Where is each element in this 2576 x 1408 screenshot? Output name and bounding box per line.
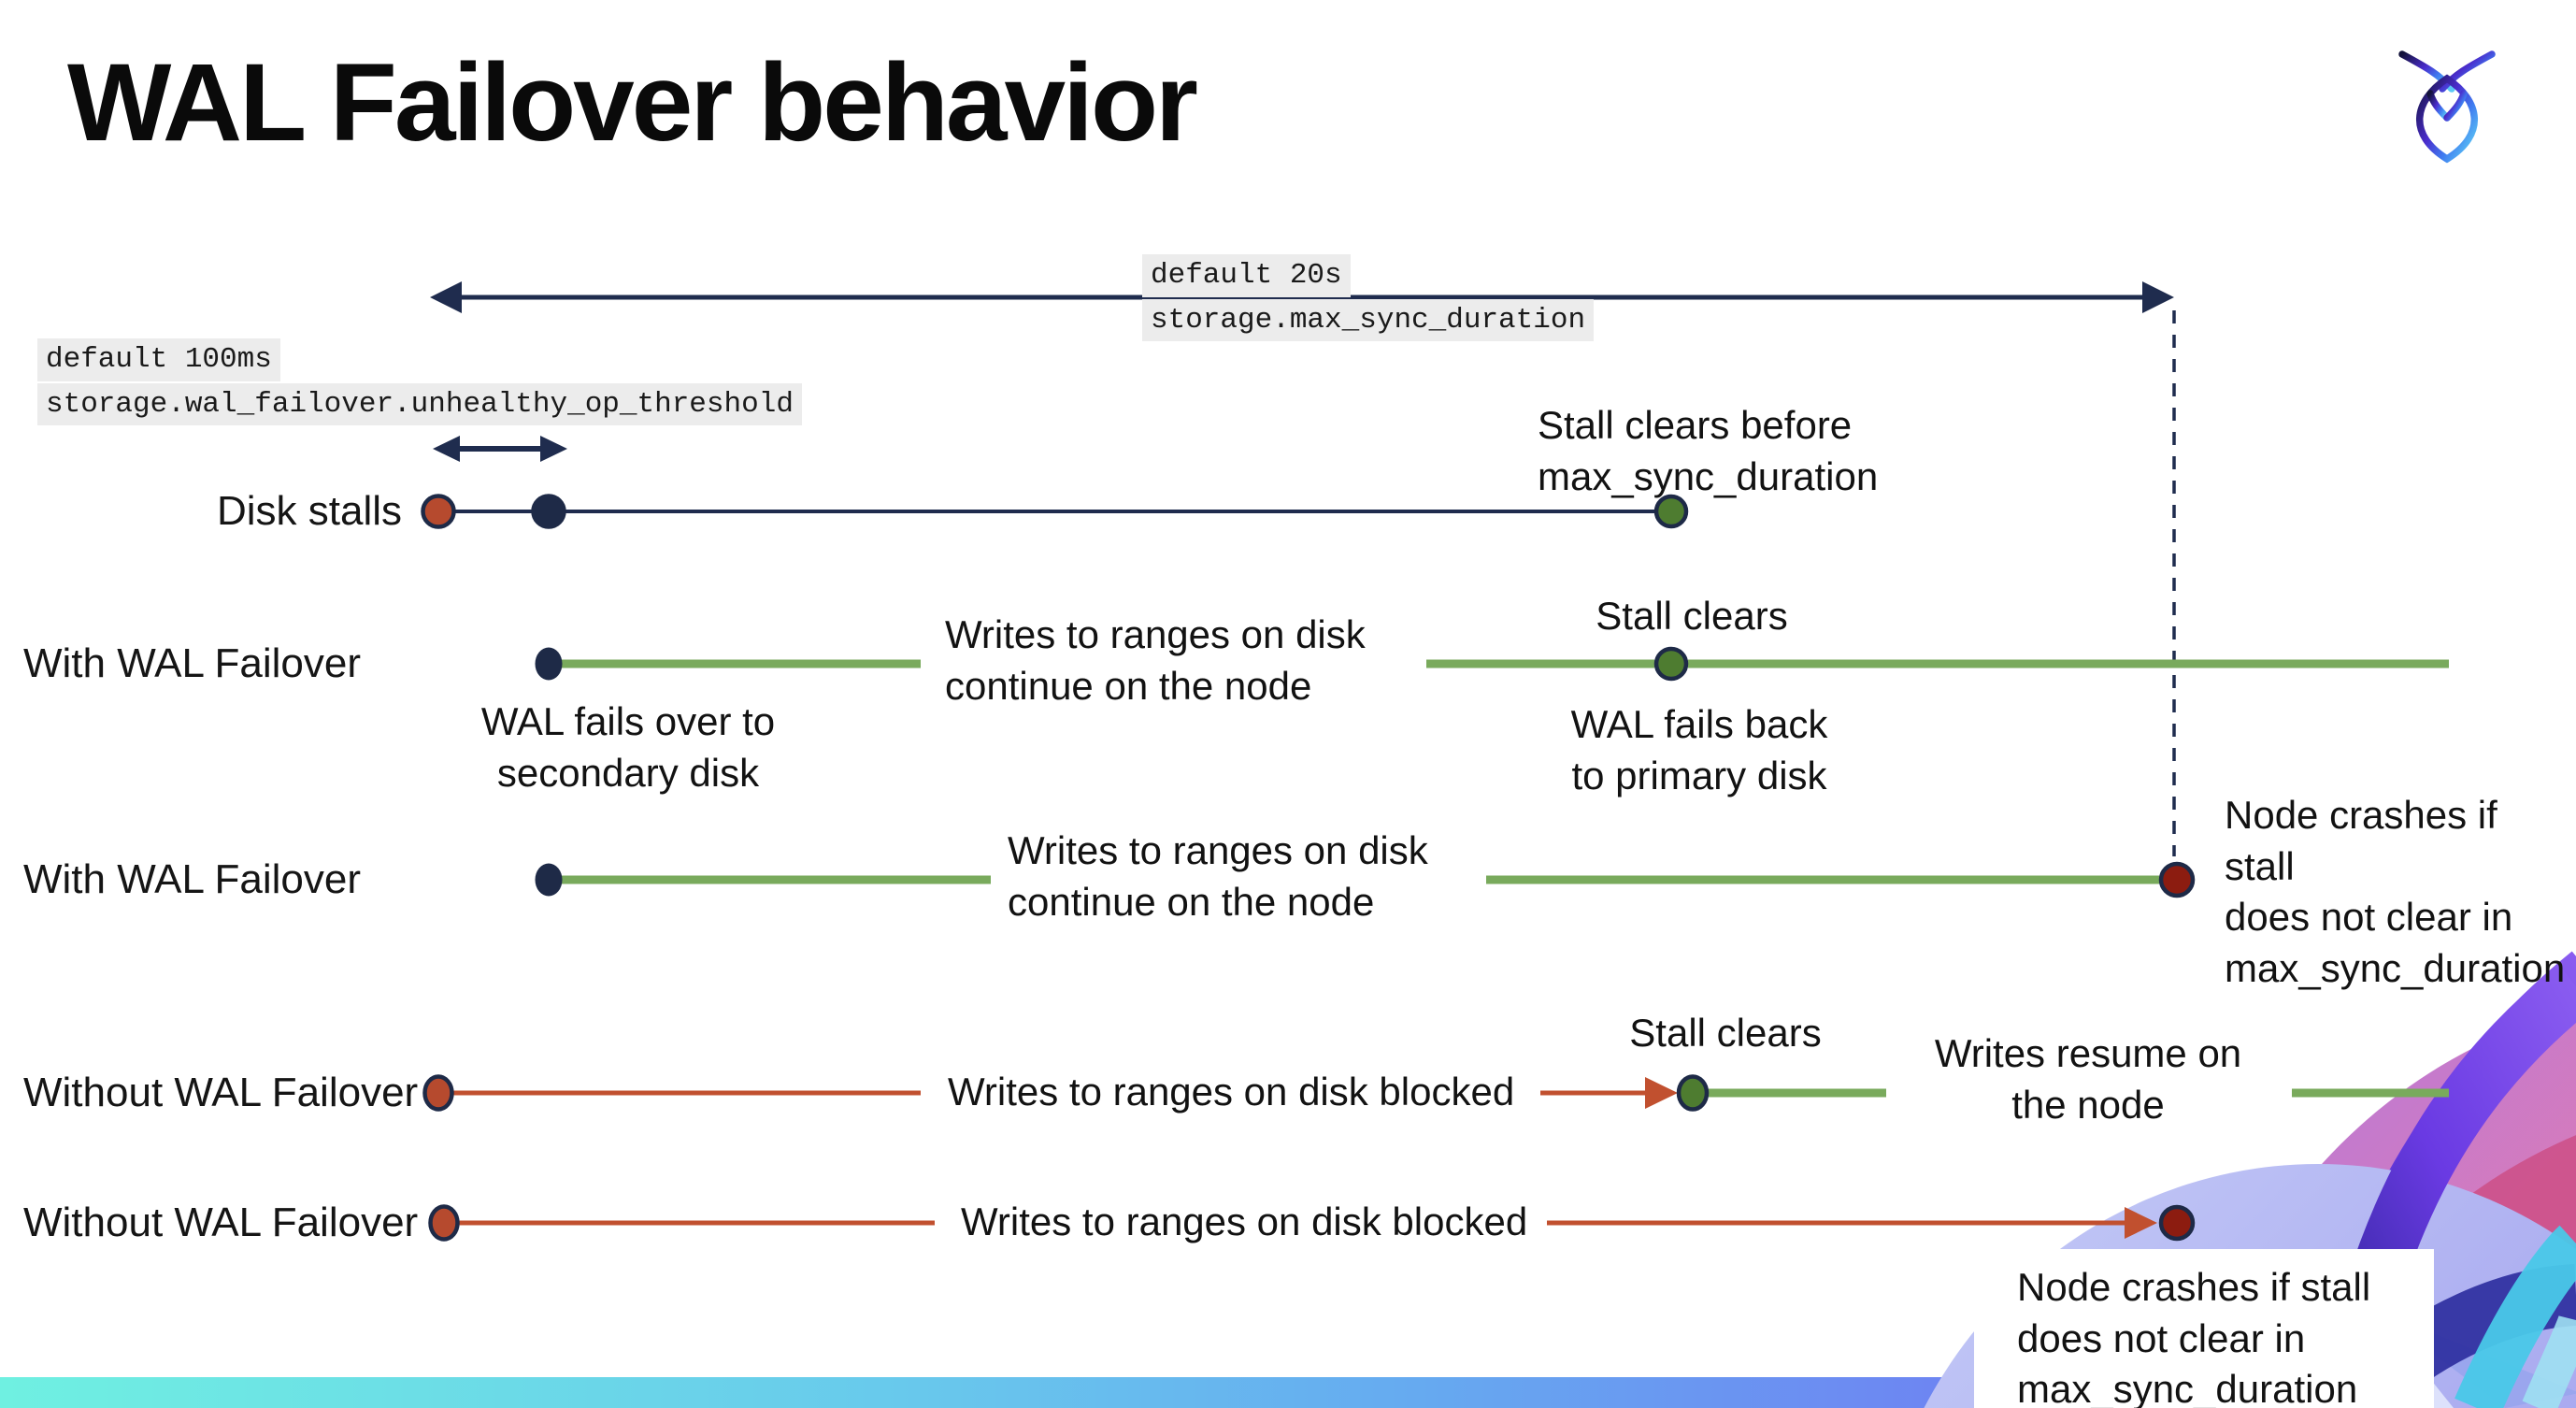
note-node-crashes-2: Node crashes if stall does not clear in … xyxy=(2017,1265,2371,1408)
max-sync-duration-arrow xyxy=(430,281,2174,313)
max-sync-setting-label: storage.max_sync_duration xyxy=(1142,298,1595,342)
note-stall-clears-1: Stall clears xyxy=(1596,594,1788,638)
row-label-with-wal-failover-1: With WAL Failover xyxy=(23,640,362,686)
note-stall-clears-2: Stall clears xyxy=(1629,1011,1822,1055)
note-node-crashes-1: Node crashes if stall does not clear in … xyxy=(2225,793,2566,990)
timeline-without-wal-failover-2 xyxy=(428,1204,2196,1242)
page-title: WAL Failover behavior xyxy=(67,41,1198,165)
unhealthy-op-threshold-arrow xyxy=(433,436,567,462)
note-writes-resume: Writes resume on the node xyxy=(1934,1031,2242,1127)
note-writes-continue-2: Writes to ranges on disk continue on the… xyxy=(1008,828,1428,924)
note-writes-blocked-1: Writes to ranges on disk blocked xyxy=(948,1070,1515,1113)
unhealthy-op-threshold-callout: default 100ms storage.wal_failover.unhea… xyxy=(37,338,802,427)
cockroachdb-logo xyxy=(2398,50,2496,164)
note-wal-fails-over: WAL fails over to secondary disk xyxy=(480,699,776,795)
timeline-with-wal-failover-1 xyxy=(535,646,2449,682)
row-label-without-wal-failover-2: Without WAL Failover xyxy=(23,1200,419,1245)
crash-callout-box xyxy=(1974,1249,2434,1408)
unhealthy-op-setting-label: storage.wal_failover.unhealthy_op_thresh… xyxy=(37,382,802,426)
max-sync-duration-callout: default 20s storage.max_sync_duration xyxy=(1142,254,1595,343)
timeline-without-wal-failover-1 xyxy=(422,1074,2449,1112)
note-writes-continue-1: Writes to ranges on disk continue on the… xyxy=(945,612,1366,708)
timeline-disk-stalls xyxy=(421,494,1689,529)
note-wal-fails-back: WAL fails back to primary disk xyxy=(1570,702,1828,797)
note-stall-clears-before: Stall clears before max_sync_duration xyxy=(1538,403,1879,498)
row-label-disk-stalls: Disk stalls xyxy=(216,488,402,534)
unhealthy-op-default-label: default 100ms xyxy=(37,338,280,381)
max-sync-default-label: default 20s xyxy=(1142,254,1351,297)
row-label-with-wal-failover-2: With WAL Failover xyxy=(23,856,362,902)
row-label-without-wal-failover-1: Without WAL Failover xyxy=(23,1070,419,1115)
note-writes-blocked-2: Writes to ranges on disk blocked xyxy=(961,1200,1528,1243)
timeline-with-wal-failover-2 xyxy=(535,861,2196,898)
